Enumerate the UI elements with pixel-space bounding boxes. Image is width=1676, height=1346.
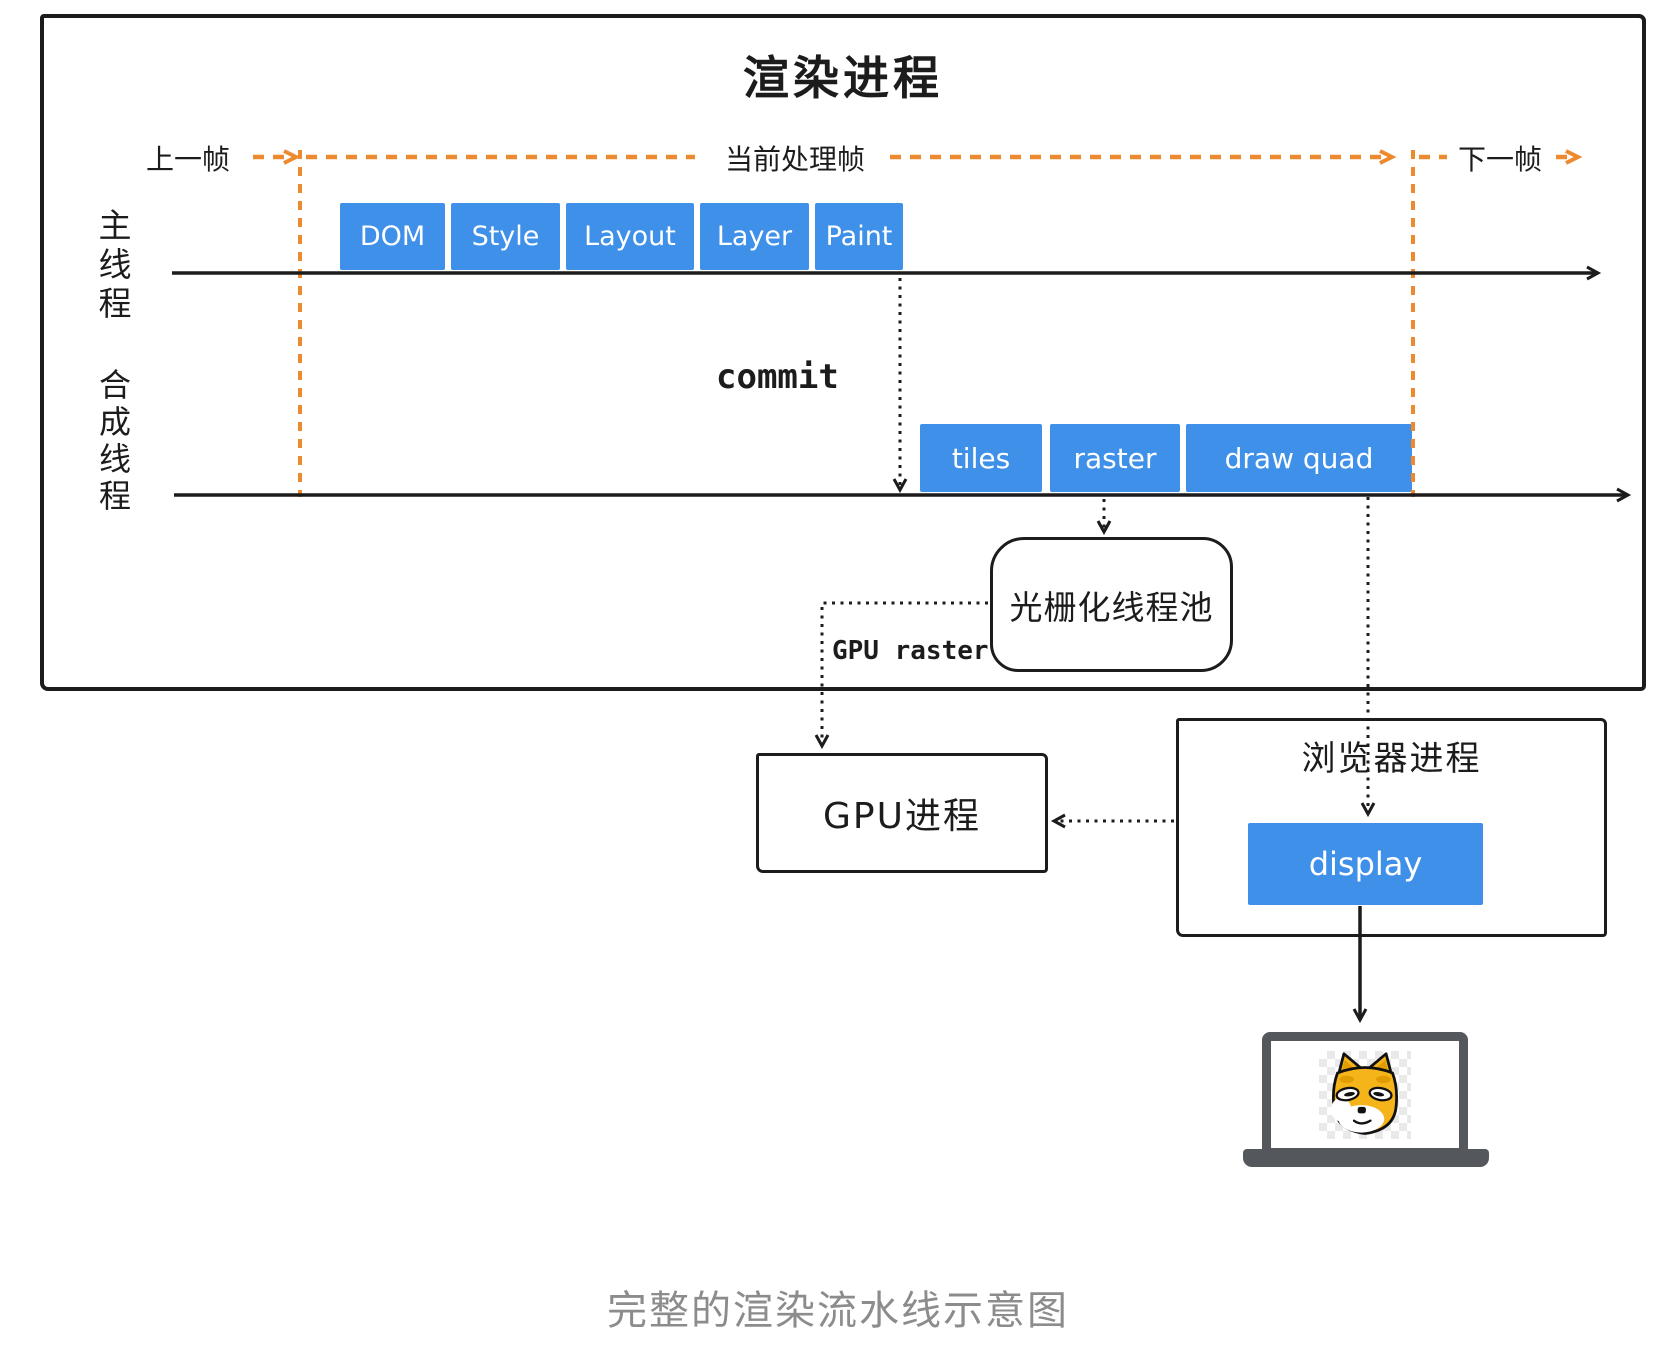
- prev-frame-label: 上一帧: [146, 143, 231, 176]
- display-label: display: [1308, 845, 1423, 883]
- stage-raster: raster: [1050, 424, 1180, 492]
- stage-draw-quad: draw quad: [1186, 424, 1412, 492]
- diagram-title: 渲染进程: [743, 51, 943, 105]
- stage-tiles: tiles: [920, 424, 1042, 492]
- stage-paint: Paint: [815, 203, 903, 270]
- diagram-caption: 完整的渲染流水线示意图: [607, 1288, 1069, 1334]
- shiba-dog-svg: [1331, 1051, 1398, 1135]
- display-node: display: [1248, 823, 1483, 905]
- commit-label: commit: [716, 357, 839, 397]
- raster-pool-label: 光栅化线程池: [1009, 587, 1214, 627]
- laptop-screen: [1262, 1032, 1468, 1157]
- gpu-raster-label: GPU raster: [832, 636, 989, 666]
- browser-process-label: 浏览器进程: [1301, 739, 1482, 779]
- stage-layer: Layer: [700, 203, 809, 270]
- shiba-dog-icon: [1319, 1050, 1411, 1139]
- gpu-process-node: GPU进程: [756, 753, 1048, 873]
- stage-style: Style: [451, 203, 560, 270]
- gpu-process-label: GPU进程: [823, 796, 981, 837]
- current-frame-label: 当前处理帧: [716, 138, 874, 178]
- compositor-thread-label: 合成线程: [98, 366, 131, 515]
- renderer-process-box: [40, 14, 1646, 691]
- main-thread-label: 主线程: [98, 206, 132, 323]
- raster-pool-node: 光栅化线程池: [990, 537, 1233, 672]
- stage-dom: DOM: [340, 203, 445, 270]
- next-frame-label: 下一帧: [1449, 138, 1551, 178]
- stage-layout: Layout: [566, 203, 694, 270]
- laptop-base: [1243, 1149, 1489, 1167]
